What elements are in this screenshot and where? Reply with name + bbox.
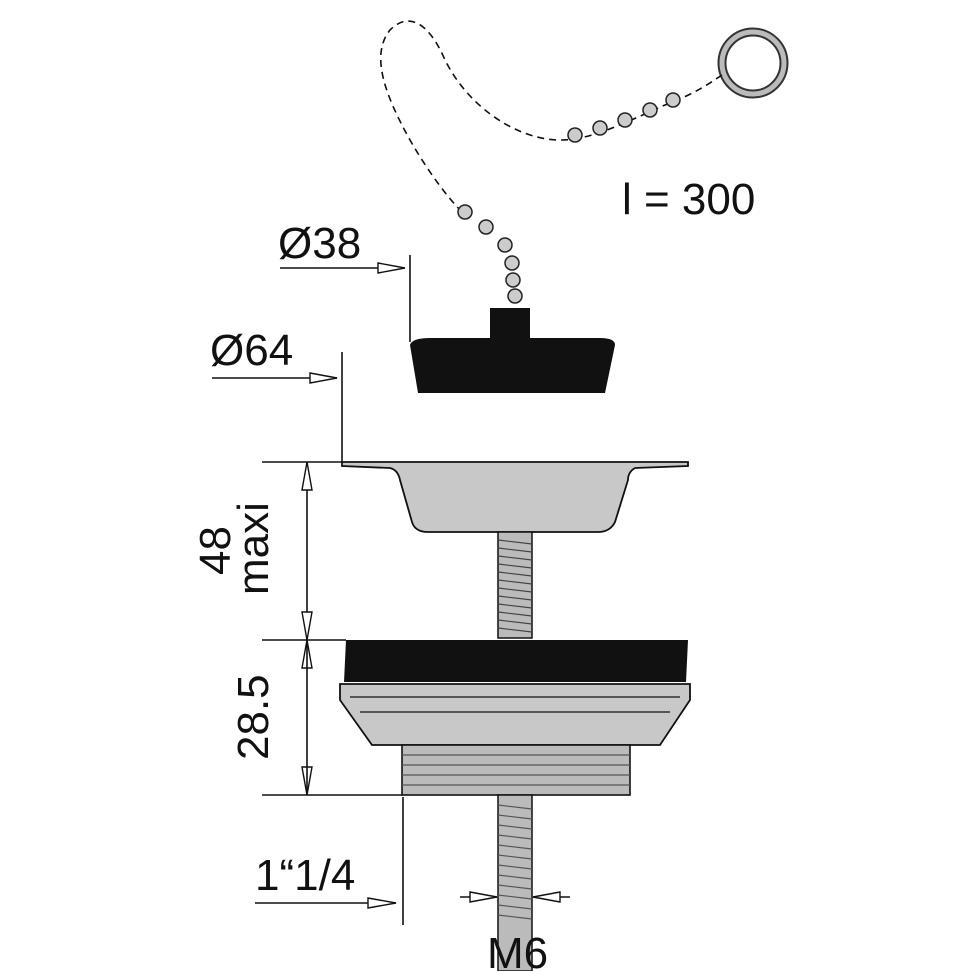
strainer xyxy=(341,461,689,533)
thread xyxy=(401,744,631,796)
body-flange xyxy=(339,683,691,746)
plug xyxy=(410,308,615,393)
body-height-label: 28.5 xyxy=(229,674,278,760)
body-seal xyxy=(344,640,688,682)
chain-ring xyxy=(717,27,789,99)
max-height-label: 48 xyxy=(191,526,240,575)
chain-length-label: l = 300 xyxy=(622,175,755,224)
max-height-suffix: maxi xyxy=(229,502,278,595)
plug-diameter-label: Ø38 xyxy=(278,219,361,268)
thread-size-label: 1“1/4 xyxy=(255,851,355,900)
bottom-screw xyxy=(497,794,533,971)
chain-beads xyxy=(457,92,681,304)
screw-size-label: M6 xyxy=(487,929,548,971)
screw xyxy=(497,531,533,639)
strainer-diameter-label: Ø64 xyxy=(210,326,293,375)
